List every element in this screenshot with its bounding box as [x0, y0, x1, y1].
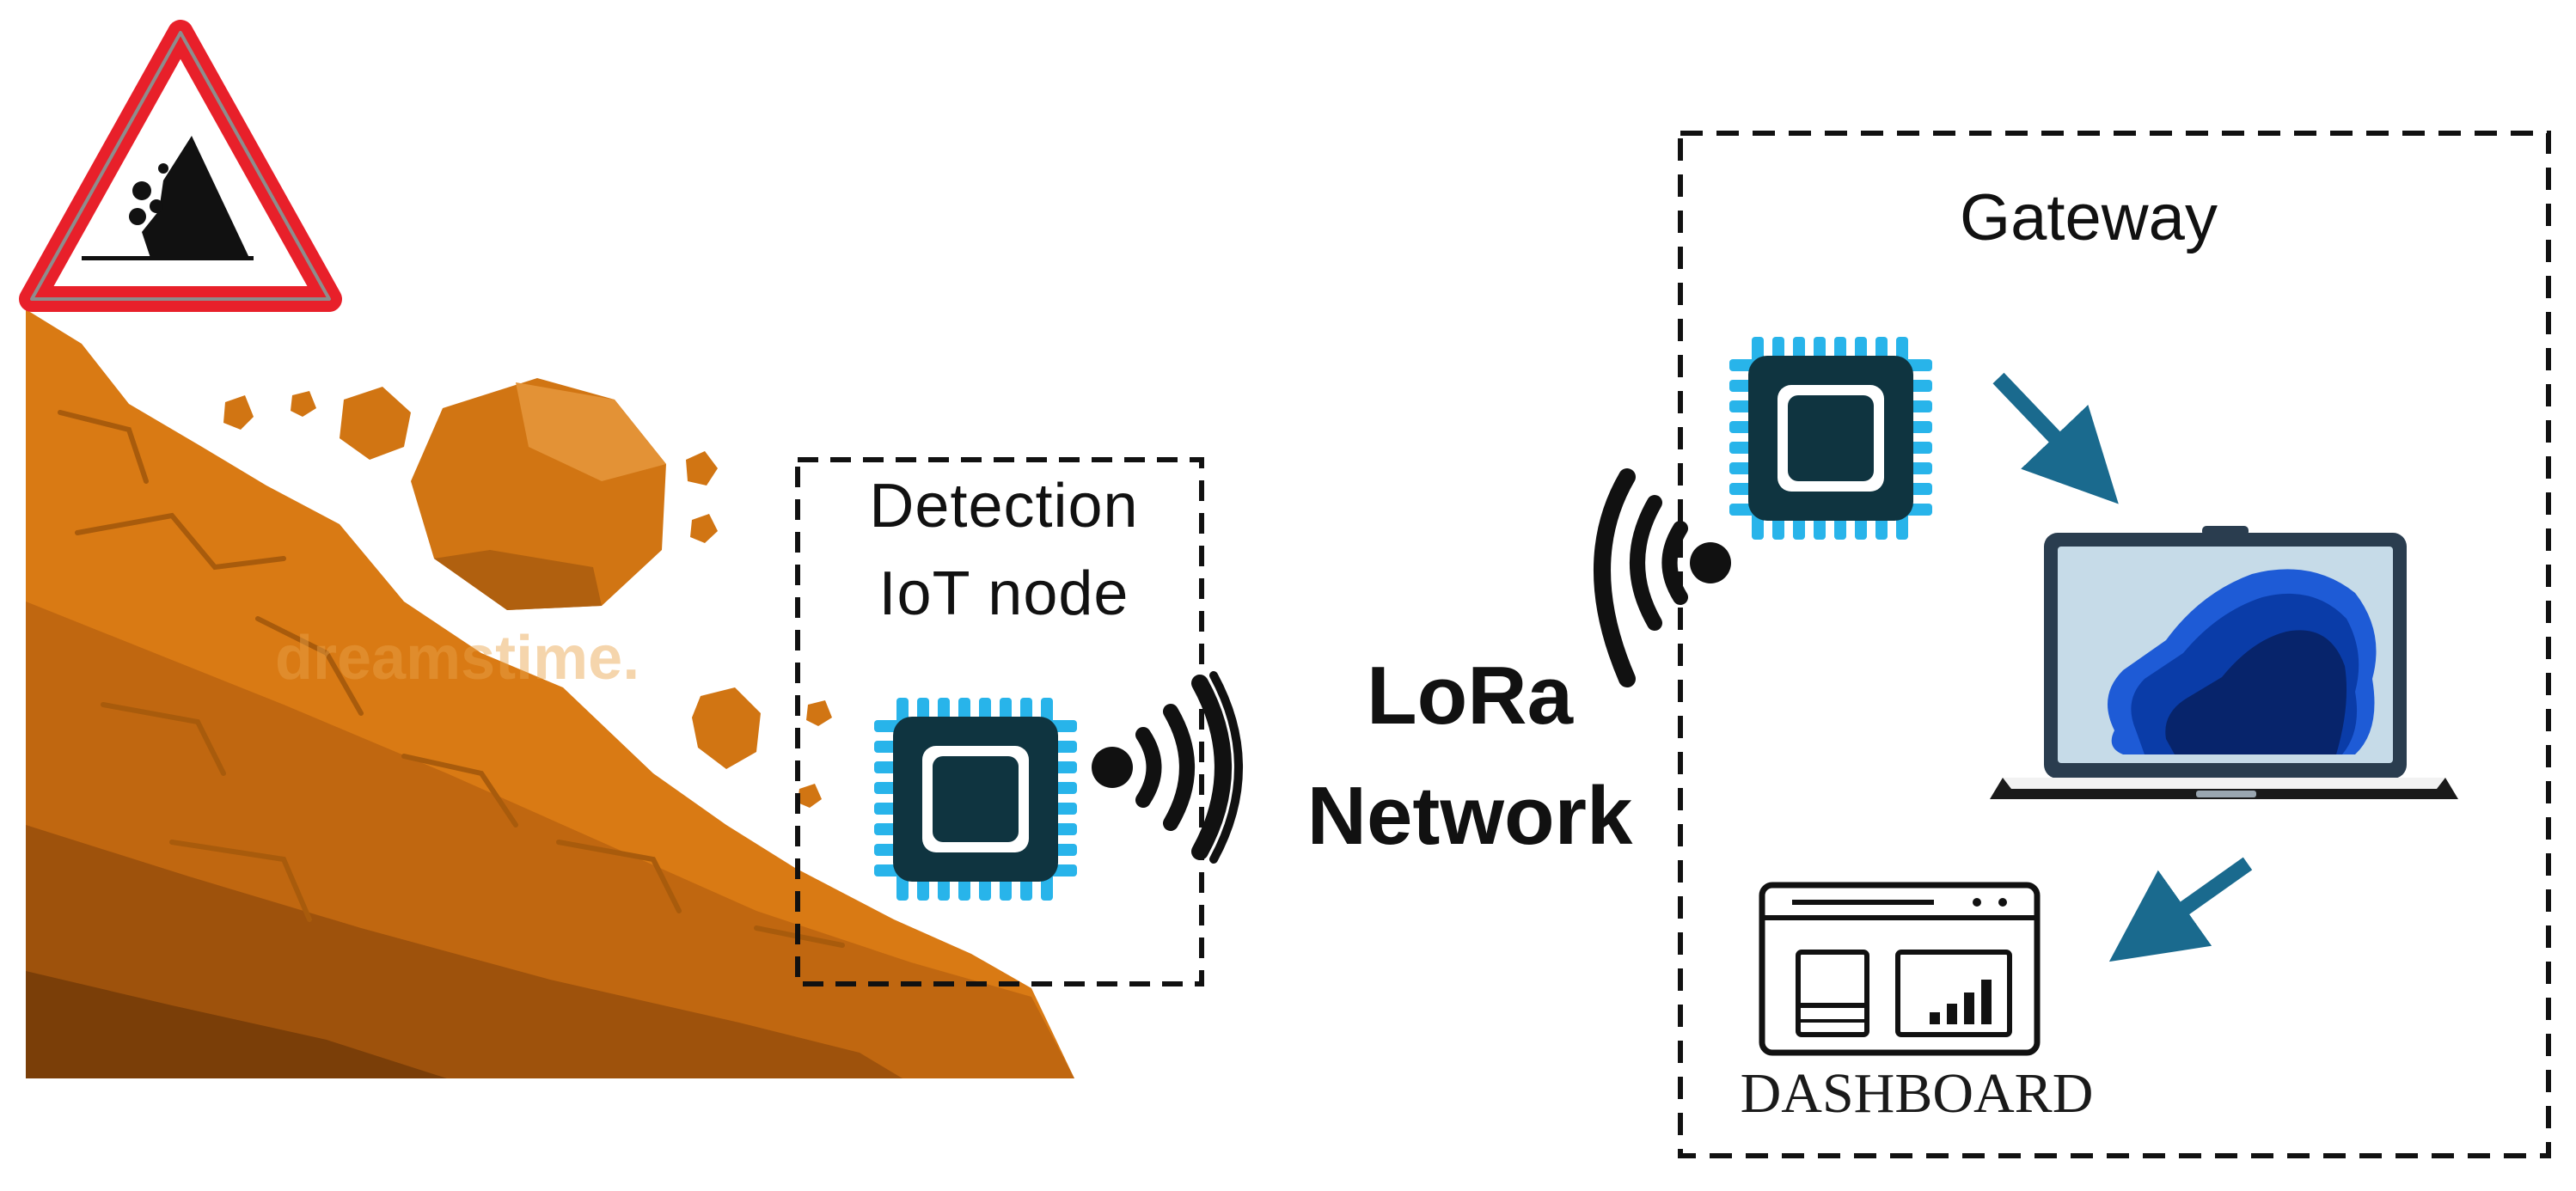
detection-node-label-line1: Detection [869, 472, 1139, 541]
gateway-label: Gateway [1960, 181, 2218, 254]
detection-node-label-line2: IoT node [878, 559, 1129, 628]
falling-rocks-slope-icon: dreamstime. [26, 309, 1074, 1078]
arrow-icon [1992, 372, 2119, 504]
detection-node-box [795, 457, 1204, 986]
laptop-icon [1990, 526, 2458, 799]
network-label-line2: Network [1306, 770, 1633, 862]
gateway-box [1678, 131, 2551, 1158]
network-label-line1: LoRa [1367, 650, 1573, 742]
dashboard-icon [1759, 882, 2041, 1056]
arrow-icon [2108, 857, 2253, 962]
wireless-signal-icon [1594, 468, 1731, 687]
wireless-signal-icon [1092, 671, 1243, 864]
svg-text:dreamstime.: dreamstime. [275, 624, 639, 693]
iot-chip-icon [874, 698, 1077, 901]
dashboard-label: DASHBOARD [1740, 1062, 2094, 1125]
iot-chip-icon [1729, 337, 1932, 540]
rockfall-warning-sign-icon [19, 20, 342, 312]
